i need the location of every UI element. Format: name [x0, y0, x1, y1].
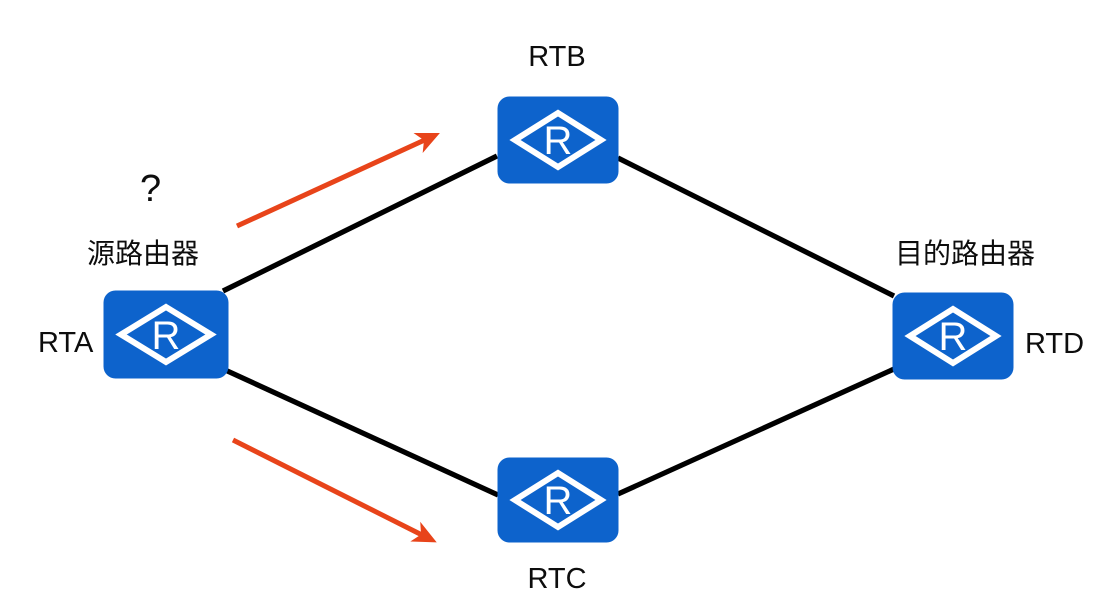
- router-icon: R: [497, 457, 619, 543]
- link-rtc-rtd: [616, 366, 896, 497]
- node-label-rta: RTA: [38, 327, 94, 359]
- lower-path-arrow: [231, 437, 437, 543]
- upper-path-arrow: [235, 133, 440, 229]
- router-node-rta[interactable]: R: [103, 290, 229, 379]
- svg-text:R: R: [544, 119, 573, 163]
- router-icon: R: [892, 292, 1014, 380]
- node-label-rtd: RTD: [1025, 328, 1085, 360]
- svg-text:R: R: [152, 314, 181, 358]
- router-node-rtc[interactable]: R: [497, 457, 619, 543]
- node-label-rtc: RTC: [527, 563, 587, 595]
- router-node-rtb[interactable]: R: [497, 96, 619, 184]
- link-rtb-rtd: [616, 155, 896, 299]
- svg-text:R: R: [939, 315, 968, 359]
- router-node-rtd[interactable]: R: [892, 292, 1014, 380]
- router-icon: R: [497, 96, 619, 184]
- destination-router-label: 目的路由器: [895, 238, 1036, 269]
- router-icon: R: [103, 290, 229, 379]
- path-arrows: [231, 133, 440, 543]
- node-label-rtb: RTB: [528, 41, 586, 73]
- source-router-label: 源路由器: [87, 238, 200, 269]
- link-rta-rtc: [221, 366, 500, 498]
- svg-text:R: R: [544, 479, 573, 523]
- link-rta-rtb: [221, 153, 499, 294]
- network-links: [221, 153, 896, 498]
- question-mark-annotation: ?: [140, 168, 162, 210]
